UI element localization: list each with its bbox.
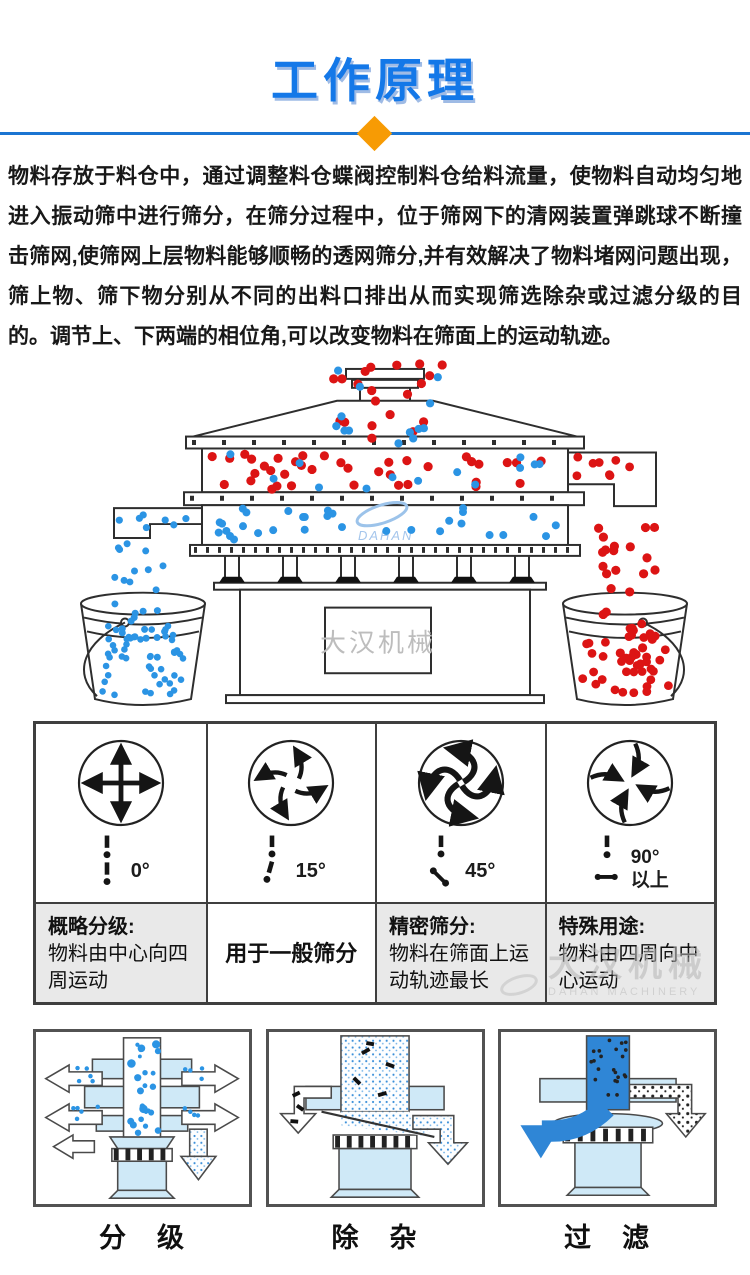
mode-figure-impurity: 除 杂 (265, 1029, 485, 1255)
mode-caption-classify: 分 级 (99, 1223, 186, 1253)
left-bucket-particles (99, 622, 187, 699)
phase-desc-title-0: 概略分级: (48, 916, 135, 938)
section-divider (0, 115, 750, 152)
phase-angle-2: 45° (465, 860, 496, 882)
upper-deck-particles-blue (226, 450, 544, 493)
phase-desc-text-2: 物料在筛面上运动轨迹最长 (389, 943, 529, 992)
machine-watermark: DAHAN (355, 500, 413, 543)
classify-arrow-particles-1 (75, 1065, 95, 1084)
classify-arrow-particles-2 (71, 1104, 100, 1122)
phase-angle-0: 0° (130, 860, 150, 882)
vibrating-sieve-schematic-icon: DAHAN 大汉机械 (80, 359, 688, 707)
mode-figure-filter: 过 滤 (498, 1029, 717, 1255)
motion-inward-icon (587, 739, 674, 827)
phase-desc-3: 特殊用途: 物料由四周向中心运动 (544, 902, 714, 1002)
phase-angle-3: 90° 以上 (631, 846, 669, 892)
phase-desc-2: 精密筛分: 物料在筛面上运动轨迹最长 (375, 902, 545, 1002)
mode-caption-impurity: 除 杂 (331, 1223, 419, 1253)
phase-cell-1: 15° (205, 724, 376, 902)
phase-desc-text-3: 物料由四周向中心运动 (558, 943, 699, 992)
phase-desc-text-0: 物料由中心向四周运动 (48, 943, 188, 992)
machine-watermark-text: DAHAN (358, 528, 413, 543)
classify-diagram-icon (44, 1037, 240, 1199)
classify-channel-particles (127, 1040, 162, 1136)
filter-column-particles (589, 1038, 628, 1097)
phase-table: 0° 15° (33, 721, 717, 1005)
page-title: 工作原理 (271, 54, 479, 107)
phase-cell-0: 0° (36, 724, 206, 902)
mode-box-classify (33, 1029, 252, 1207)
classify-arrow-particles-4 (182, 1106, 201, 1118)
machine-diagram: DAHAN 大汉机械 (0, 357, 750, 715)
phase-dots-0-icon (103, 835, 111, 886)
diamond-icon (356, 115, 393, 152)
phase-indicator-2: 45° (426, 834, 495, 900)
phase-indicator-0: 0° (92, 834, 150, 900)
intro-paragraph: 物料存放于料仓中，通过调整料仓蝶阀控制料仓给料流量，使物料自动均匀地进入振动筛中… (8, 165, 742, 348)
mode-figure-classify: 分 级 (33, 1029, 252, 1255)
base-plate-label: 大汉机械 (320, 628, 436, 657)
phase-desc-text-1: 用于一般筛分 (225, 940, 358, 966)
phase-desc-1: 用于一般筛分 (205, 902, 375, 1002)
phase-dots-1-icon (263, 835, 276, 883)
impurity-chunks (289, 1041, 395, 1124)
motion-pinwheel-15-icon (248, 739, 335, 827)
mode-box-impurity (265, 1029, 485, 1207)
phase-indicator-3: 90° 以上 (592, 834, 669, 900)
phase-desc-0: 概略分级: 物料由中心向四周运动 (36, 902, 206, 1002)
phase-cell-3: 90° 以上 (544, 724, 715, 902)
upper-deck-particles-red (207, 449, 546, 494)
filter-diagram-icon (520, 1035, 707, 1197)
motion-pinwheel-45-icon (417, 739, 505, 827)
left-outlet-particles (115, 511, 190, 532)
mode-caption-filter: 过 滤 (564, 1223, 651, 1253)
mode-box-filter (498, 1029, 717, 1207)
motion-cross-icon (77, 739, 164, 827)
right-bucket-particles (578, 619, 673, 698)
phase-desc-title-2: 精密筛分: (389, 916, 476, 938)
right-outlet-particles (572, 452, 634, 481)
inlet-particles-blue (332, 366, 442, 448)
phase-dots-3-icon (594, 835, 618, 881)
phase-angle-1: 15° (295, 860, 326, 882)
phase-desc-title-3: 特殊用途: (558, 916, 646, 938)
impurity-removal-diagram-icon (278, 1035, 469, 1198)
header: 工作原理 (0, 0, 750, 152)
phase-angle-3-value: 90° (630, 847, 660, 868)
phase-dots-2-icon (429, 835, 450, 887)
phase-cell-2: 45° (375, 724, 545, 902)
lower-deck-particles (214, 504, 560, 544)
phase-indicator-1: 15° (257, 834, 326, 900)
phase-angle-3-suffix: 以上 (630, 870, 669, 891)
classify-arrow-particles-3 (182, 1066, 205, 1082)
mode-diagrams: 分 级 (33, 1029, 717, 1255)
